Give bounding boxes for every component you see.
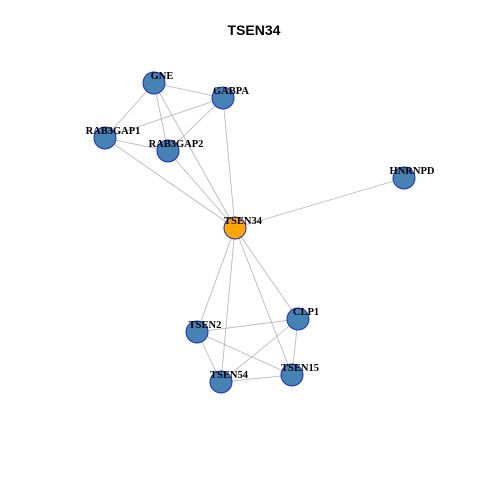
edge-rab3gap2-tsen34 (167, 150, 236, 229)
node-label-tsen2: TSEN2 (189, 320, 222, 331)
node-rab3gap1 (93, 126, 117, 150)
edge-gne-rab3gap1 (104, 82, 155, 139)
node-label-clp1: CLP1 (293, 307, 319, 318)
edge-tsen34-clp1 (234, 227, 299, 320)
edge-gne-gabpa (153, 82, 224, 99)
node-label-tsen34: TSEN34 (224, 216, 263, 227)
node-tsen15 (280, 363, 304, 387)
edges-layer (104, 82, 405, 383)
edge-gne-rab3gap2 (153, 82, 169, 152)
edge-gabpa-tsen34 (222, 97, 236, 229)
node-label-tsen54: TSEN54 (210, 370, 249, 381)
node-gabpa (211, 86, 235, 110)
node-label-hnrnpd: HNRNPD (390, 166, 435, 177)
nodes-layer (93, 71, 416, 394)
edge-tsen34-tsen2 (196, 227, 236, 333)
edge-tsen2-tsen15 (196, 331, 293, 376)
edge-tsen34-tsen15 (234, 227, 293, 376)
edge-clp1-tsen54 (220, 318, 299, 383)
edge-gne-tsen34 (153, 82, 236, 229)
edge-tsen34-tsen54 (220, 227, 236, 383)
node-tsen54 (209, 370, 233, 394)
node-label-gne: GNE (151, 71, 174, 82)
node-hnrnpd (392, 166, 416, 190)
node-rab3gap2 (156, 139, 180, 163)
edge-tsen2-clp1 (196, 318, 299, 333)
edge-hnrnpd-tsen34 (234, 177, 405, 229)
edge-tsen54-tsen15 (220, 374, 293, 383)
node-label-rab3gap1: RAB3GAP1 (86, 126, 141, 137)
node-tsen2 (185, 320, 209, 344)
node-gne (142, 71, 166, 95)
node-label-tsen15: TSEN15 (281, 363, 319, 374)
node-tsen34 (223, 216, 247, 240)
node-label-rab3gap2: RAB3GAP2 (149, 139, 204, 150)
diagram-title: TSEN34 (228, 22, 281, 38)
node-label-gabpa: GABPA (213, 86, 249, 97)
node-clp1 (286, 307, 310, 331)
edge-rab3gap1-tsen34 (104, 137, 236, 229)
edge-gabpa-rab3gap2 (167, 97, 224, 152)
edge-gabpa-rab3gap1 (104, 97, 224, 139)
